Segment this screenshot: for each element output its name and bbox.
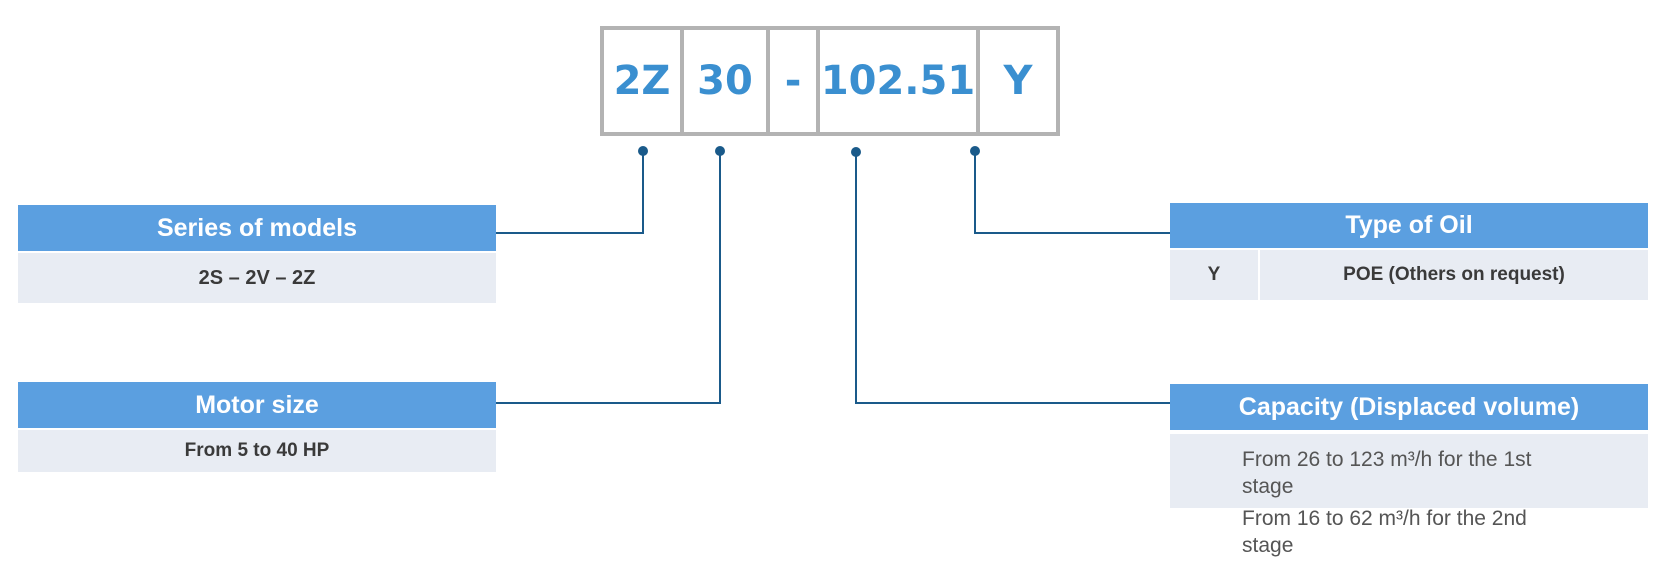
capacity-title: Capacity (Displaced volume) bbox=[1170, 384, 1648, 430]
oil-code: Y bbox=[1170, 250, 1258, 300]
code-segment-oil: Y bbox=[1003, 58, 1033, 104]
connector-capacity bbox=[855, 152, 1170, 404]
series-title: Series of models bbox=[18, 205, 496, 251]
connector-dot-capacity bbox=[851, 147, 861, 157]
series-value: 2S – 2V – 2Z bbox=[18, 253, 496, 303]
code-segment-motor: 30 bbox=[684, 30, 770, 132]
model-code-box: 2Z 30 - 102.51 Y bbox=[600, 26, 1060, 136]
capacity-body bbox=[1170, 434, 1648, 508]
connector-oil bbox=[974, 151, 1170, 234]
oil-row: Y POE (Others on request) bbox=[1170, 250, 1648, 300]
connector-dot-motor bbox=[715, 146, 725, 156]
connector-motor bbox=[496, 151, 721, 404]
code-segment-separator: - bbox=[770, 30, 820, 132]
code-segment-series: 2Z bbox=[604, 30, 684, 132]
connector-dot-series bbox=[638, 146, 648, 156]
motor-panel: Motor size From 5 to 40 HP bbox=[18, 382, 496, 472]
motor-value: From 5 to 40 HP bbox=[18, 430, 496, 472]
oil-description: POE (Others on request) bbox=[1260, 250, 1648, 300]
oil-title: Type of Oil bbox=[1170, 203, 1648, 248]
oil-panel: Type of Oil Y POE (Others on request) bbox=[1170, 203, 1648, 300]
connector-series bbox=[496, 151, 644, 234]
capacity-line-first-stage: From 26 to 123 m³/h for the 1st stage bbox=[1242, 448, 1532, 498]
capacity-panel: Capacity (Displaced volume) From 26 to 1… bbox=[1170, 384, 1648, 564]
motor-title: Motor size bbox=[18, 382, 496, 428]
series-panel: Series of models 2S – 2V – 2Z bbox=[18, 205, 496, 303]
capacity-line-second-stage: From 16 to 62 m³/h for the 2nd stage bbox=[1242, 507, 1527, 557]
connector-dot-oil bbox=[970, 146, 980, 156]
code-segment-capacity: 102.51 bbox=[820, 30, 980, 132]
